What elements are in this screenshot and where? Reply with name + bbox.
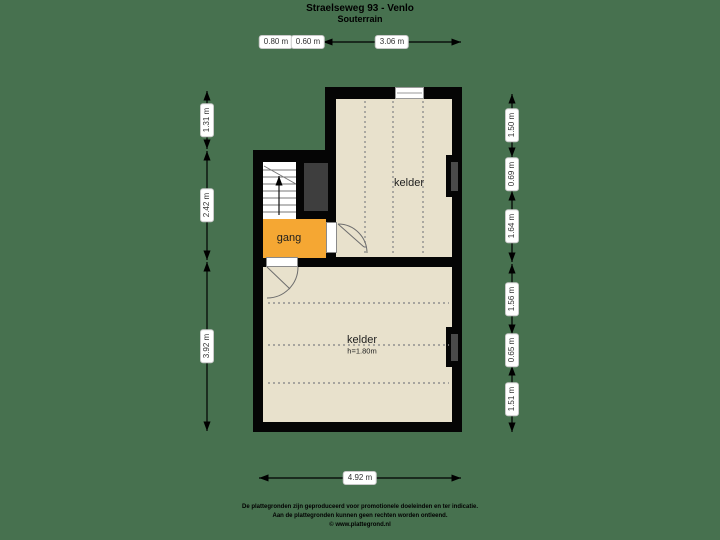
footer-disclaimer-1: De plattegronden zijn geproduceerd voor …	[241, 504, 479, 510]
label-upper-kelder: kelder	[394, 177, 424, 189]
footer-disclaimer-2: Aan de plattegronden kunnen geen rechten…	[272, 513, 448, 519]
dim-label-bottom-1: 4.92 m	[342, 471, 378, 485]
dim-label-right-5: 0.65 m	[505, 332, 519, 368]
plan-subtitle: Souterrain	[337, 14, 383, 24]
room-upper-kelder	[336, 99, 452, 257]
dim-label-right-1: 1.50 m	[505, 107, 519, 143]
dim-label-right-6: 1.51 m	[505, 381, 519, 417]
dotted-lines-upper-kelder	[364, 101, 424, 255]
door-gang-lower-kelder	[266, 257, 298, 267]
dim-label-top-1: 0.80 m	[258, 35, 294, 49]
dotted-lines-lower-kelder	[268, 302, 449, 384]
label-gang: gang	[276, 232, 302, 244]
dim-label-right-2: 0.69 m	[505, 156, 519, 192]
dim-label-top-3: 3.06 m	[374, 35, 410, 49]
label-lower-kelder-height: h=1.80m	[347, 346, 377, 356]
dim-label-left-1: 1.31 m	[200, 102, 214, 138]
plan-title: Straelseweg 93 - Venlo	[306, 3, 414, 14]
footer-copyright: © www.plattegrond.nl	[329, 522, 391, 528]
label-lower-kelder: kelder	[347, 334, 377, 346]
dim-label-right-3: 1.64 m	[505, 208, 519, 244]
dim-label-top-2: 0.60 m	[290, 35, 326, 49]
dim-label-left-3: 3.92 m	[200, 328, 214, 364]
door-gang-upper-kelder	[326, 222, 337, 253]
room-gang	[263, 219, 326, 258]
dim-label-left-2: 2.42 m	[200, 187, 214, 223]
dim-label-right-4: 1.56 m	[505, 281, 519, 317]
recess-lower-right-inner	[451, 334, 458, 361]
void-under-stairs	[304, 163, 328, 211]
recess-upper-right-inner	[451, 162, 458, 191]
door-swing-upper	[337, 223, 368, 254]
door-swing-lower	[266, 266, 299, 299]
